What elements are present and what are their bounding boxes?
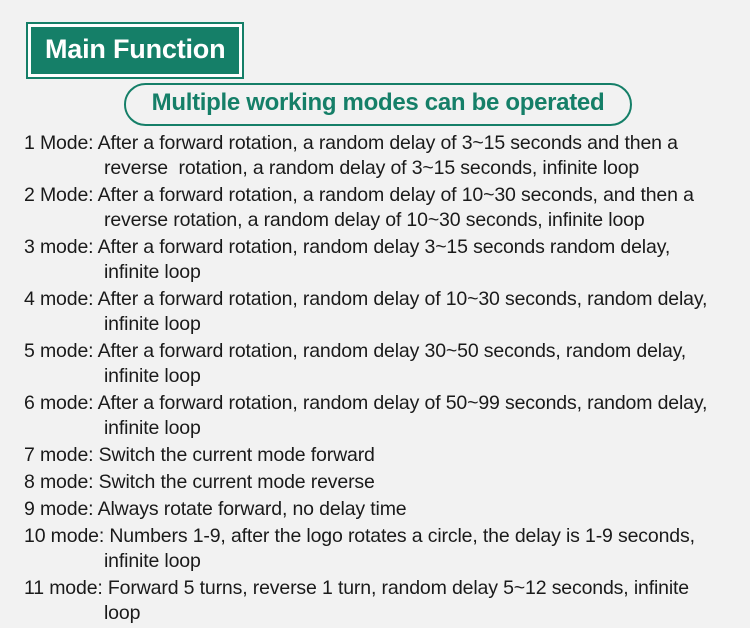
subtitle-pill-row: Multiple working modes can be operated (0, 83, 750, 126)
mode-item: 2 Mode: After a forward rotation, a rand… (24, 184, 700, 231)
mode-item: 11 mode: Forward 5 turns, reverse 1 turn… (24, 577, 695, 624)
subtitle-pill: Multiple working modes can be operated (123, 83, 633, 126)
mode-item: 5 mode: After a forward rotation, random… (24, 340, 692, 387)
mode-item: 3 mode: After a forward rotation, random… (24, 236, 676, 283)
mode-item: 7 mode: Switch the current mode forward (24, 444, 375, 466)
mode-item: 8 mode: Switch the current mode reverse (24, 471, 375, 493)
mode-list: 1 Mode: After a forward rotation, a rand… (24, 131, 726, 628)
mode-item: 9 mode: Always rotate forward, no delay … (24, 498, 407, 520)
main-function-badge-label: Main Function (31, 27, 240, 74)
mode-item: 10 mode: Numbers 1-9, after the logo rot… (24, 525, 701, 572)
main-function-badge: Main Function (26, 22, 245, 79)
mode-item: 6 mode: After a forward rotation, random… (24, 392, 713, 439)
mode-item: 4 mode: After a forward rotation, random… (24, 288, 713, 335)
mode-item: 1 Mode: After a forward rotation, a rand… (24, 132, 684, 179)
